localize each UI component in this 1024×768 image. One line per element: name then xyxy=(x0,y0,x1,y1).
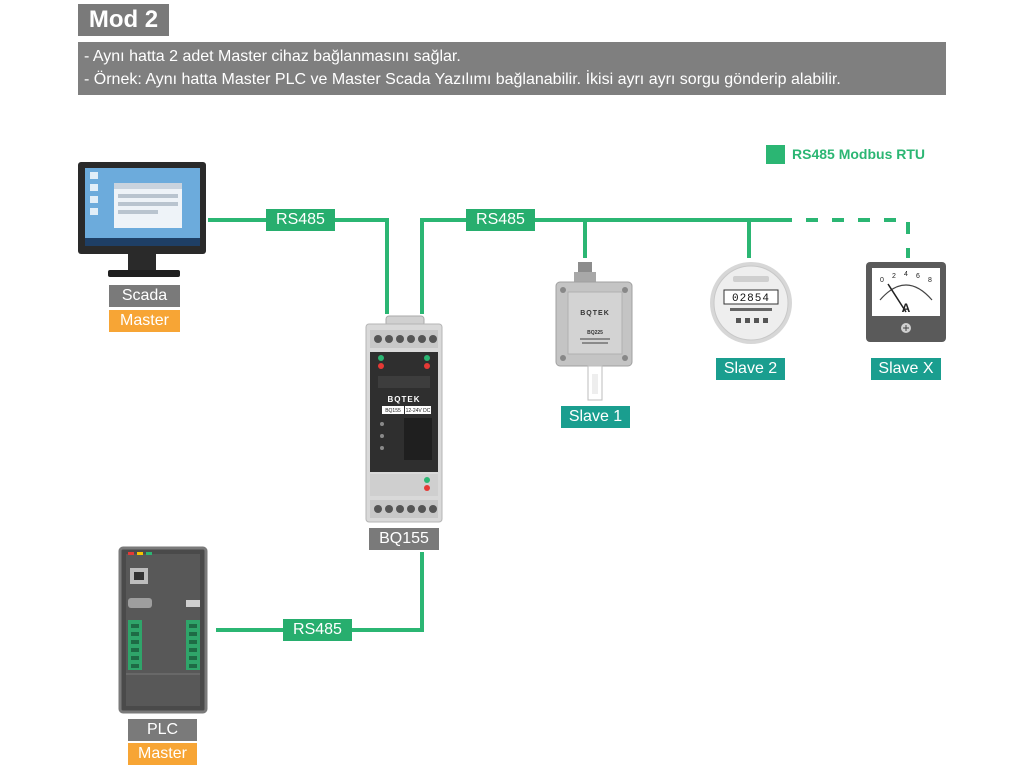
scale-3: 6 xyxy=(916,273,920,280)
scale-2: 4 xyxy=(904,271,908,278)
ammeter-icon: 0 2 4 6 8 A xyxy=(866,262,946,342)
sensor-model: BQ225 xyxy=(587,330,603,336)
converter-voltage: 12-24V DC xyxy=(406,408,431,414)
energy-meter-icon: 02854 xyxy=(710,262,792,344)
line-converter-to-bus xyxy=(420,218,780,314)
converter-model: BQ155 xyxy=(385,408,401,414)
scada-name-label: Scada xyxy=(109,285,180,307)
ammeter-unit: A xyxy=(902,301,911,315)
monitor-icon xyxy=(78,162,206,277)
scale-4: 8 xyxy=(928,277,932,284)
slave1-label: Slave 1 xyxy=(561,406,630,428)
meter-reading: 02854 xyxy=(732,293,770,305)
sensor-brand: BQTEK xyxy=(580,310,610,317)
description-line-1: - Aynı hatta 2 adet Master cihaz bağlanm… xyxy=(84,48,461,65)
plc-icon xyxy=(118,546,208,714)
link-label-scada: RS485 xyxy=(266,209,335,231)
slave2-label: Slave 2 xyxy=(716,358,785,380)
scale-1: 2 xyxy=(892,273,896,280)
scada-role-label: Master xyxy=(109,310,180,332)
line-bus-extension xyxy=(780,218,910,258)
connection-lines xyxy=(208,218,910,632)
legend-swatch xyxy=(766,144,785,164)
din-rail-converter-icon: BQTEK BQ155 12-24V DC xyxy=(365,315,443,523)
description-box: - Aynı hatta 2 adet Master cihaz bağlanm… xyxy=(78,42,946,95)
converter-brand: BQTEK xyxy=(388,395,421,404)
line-scada-to-converter xyxy=(208,218,389,314)
plc-name-label: PLC xyxy=(128,719,197,741)
slaveX-label: Slave X xyxy=(871,358,941,380)
legend: RS485 Modbus RTU xyxy=(766,144,926,164)
plc-role-label: Master xyxy=(128,743,197,765)
converter-name-label: BQ155 xyxy=(369,528,439,550)
legend-label: RS485 Modbus RTU xyxy=(792,146,926,162)
description-line-2: - Örnek: Aynı hatta Master PLC ve Master… xyxy=(84,71,841,88)
humidity-sensor-icon: BQTEK BQ225 xyxy=(555,262,633,401)
page-title: Mod 2 xyxy=(78,4,169,36)
link-label-bus: RS485 xyxy=(466,209,535,231)
scale-0: 0 xyxy=(880,277,884,284)
link-label-plc: RS485 xyxy=(283,619,352,641)
